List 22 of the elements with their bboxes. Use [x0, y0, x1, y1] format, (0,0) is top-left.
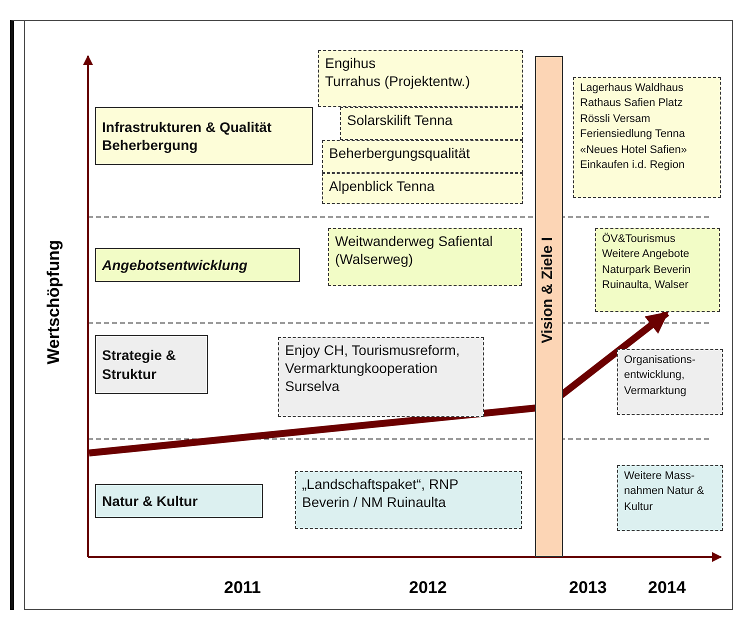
project-box: Weitere Mass- nahmen Natur & Kultur: [617, 465, 723, 531]
category-box: Angebotsentwicklung: [95, 248, 300, 282]
year-label: 2012: [409, 578, 447, 598]
category-box: Natur & Kultur: [95, 484, 263, 518]
milestone-bar: Vision & Ziele I: [535, 56, 563, 557]
project-box: Alpenblick Tenna: [322, 173, 523, 204]
project-box: Beherbergungsqualität: [322, 140, 523, 173]
project-box: Enjoy CH, Tourismusreform, Vermarktungkooperation Surselva: [278, 337, 484, 417]
trend-arrow: [88, 310, 670, 456]
project-box: Weitwanderweg Safiental (Walserweg): [328, 228, 522, 286]
project-box: Organisations- entwicklung, Vermarktung: [617, 349, 723, 415]
year-label: 2014: [648, 578, 686, 598]
category-box: Infrastrukturen & Qualität Beherbergung: [95, 107, 313, 165]
axis-title: Wertschöpfung: [44, 240, 64, 364]
project-box: Lagerhaus Waldhaus Rathaus Safien Platz Rössli Versam Feriensiedlung Tenna «Neues Hotel Safien» Einkaufen i.d. Region: [573, 77, 721, 198]
project-box: Engihus Turrahus (Projektentw.): [318, 50, 523, 107]
project-box: ÖV&Tourismus Weitere Angebote Naturpark Beverin Ruinaulta, Walser: [595, 228, 720, 312]
year-label: 2013: [569, 578, 607, 598]
year-label: 2011: [224, 578, 261, 598]
project-box: Solarskilift Tenna: [340, 107, 523, 140]
category-box: Strategie & Struktur: [95, 335, 208, 394]
project-box: „Landschaftspaket“, RNP Beverin / NM Ruinaulta: [295, 471, 522, 529]
